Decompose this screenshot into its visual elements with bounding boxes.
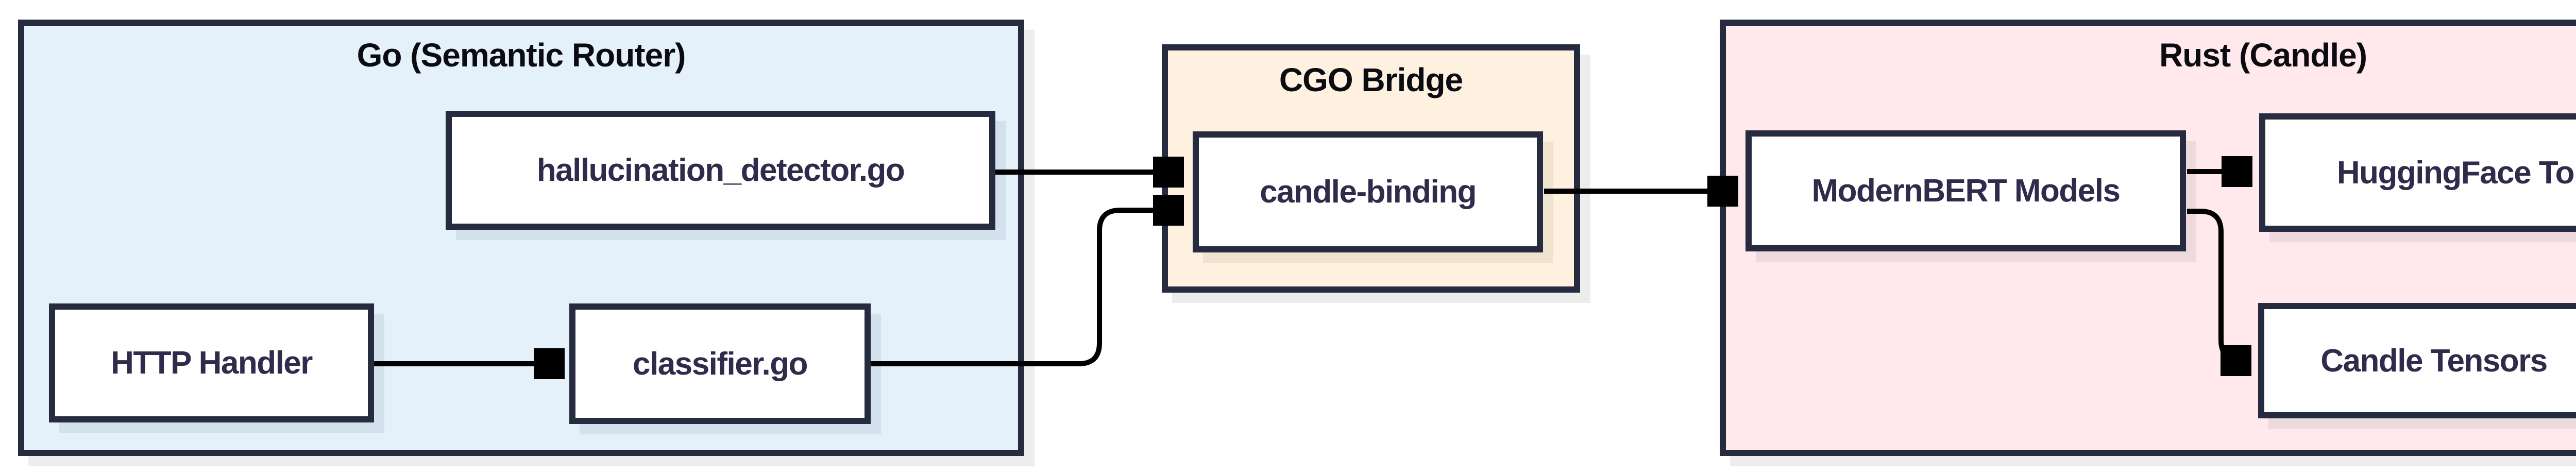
container-rust-candle: Rust (Candle) ModernBERT Models HuggingF…	[1720, 20, 2576, 456]
node-classifier: classifier.go	[569, 303, 871, 424]
container-cgo-bridge: CGO Bridge candle-binding	[1162, 44, 1580, 293]
node-label-hallucination-detector: hallucination_detector.go	[536, 153, 905, 188]
node-label-huggingface-tokenizers: HuggingFace Tokenizers	[2336, 155, 2576, 191]
node-huggingface-tokenizers: HuggingFace Tokenizers	[2259, 113, 2576, 232]
node-label-candle-binding: candle-binding	[1260, 174, 1477, 210]
node-label-modernbert-models: ModernBERT Models	[1811, 173, 2121, 209]
node-label-http-handler: HTTP Handler	[111, 345, 313, 381]
container-title-cgo: CGO Bridge	[1279, 61, 1463, 98]
container-title-rust: Rust (Candle)	[2159, 37, 2367, 74]
node-http-handler: HTTP Handler	[49, 303, 374, 422]
node-candle-binding: candle-binding	[1193, 131, 1543, 252]
node-label-candle-tensors: Candle Tensors	[2320, 343, 2548, 379]
node-modernbert-models: ModernBERT Models	[1745, 130, 2186, 251]
container-title-go: Go (Semantic Router)	[357, 37, 686, 74]
node-hallucination-detector: hallucination_detector.go	[446, 111, 995, 230]
node-candle-tensors: Candle Tensors	[2258, 303, 2576, 418]
container-go-semantic-router: Go (Semantic Router) hallucination_detec…	[18, 20, 1024, 456]
node-label-classifier: classifier.go	[633, 346, 808, 382]
